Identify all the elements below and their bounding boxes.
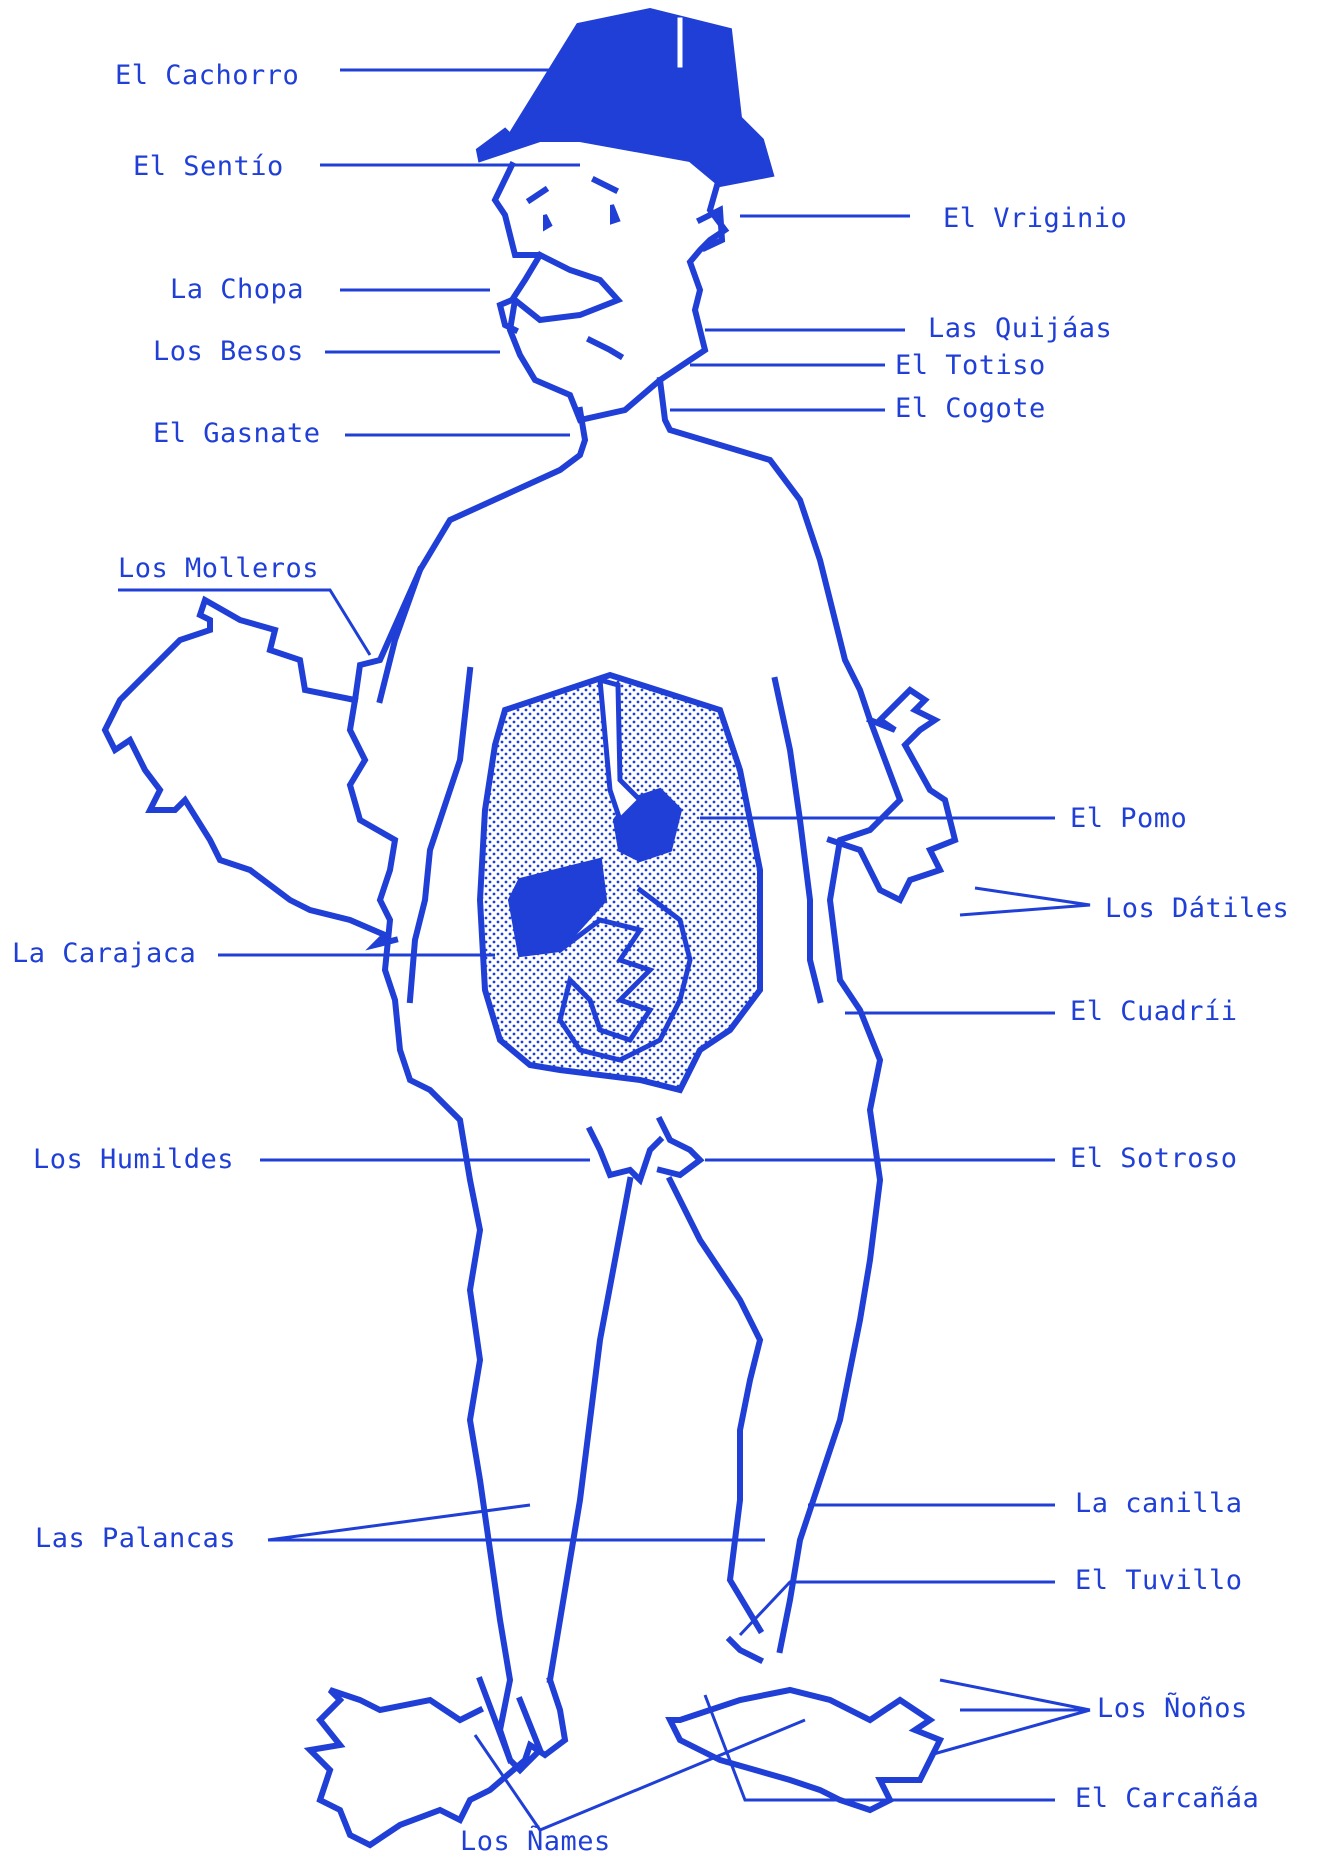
eyes bbox=[545, 205, 618, 228]
label-los-besos: Los Besos bbox=[153, 338, 304, 365]
label-el-carcanaa: El Carcañáa bbox=[1075, 1785, 1259, 1812]
leader-palancas bbox=[268, 1505, 765, 1540]
left-leg-inner bbox=[550, 1180, 630, 1680]
groin-shape bbox=[590, 1120, 700, 1180]
right-leg-inner bbox=[670, 1180, 760, 1630]
label-los-datiles: Los Dátiles bbox=[1105, 895, 1289, 922]
label-el-tuvillo: El Tuvillo bbox=[1075, 1567, 1243, 1594]
label-el-sentio: El Sentío bbox=[133, 153, 284, 180]
label-el-cachorro: El Cachorro bbox=[115, 62, 299, 89]
label-el-gasnate: El Gasnate bbox=[153, 420, 321, 447]
label-la-carajaca: La Carajaca bbox=[12, 940, 196, 967]
label-los-names: Los Ñames bbox=[460, 1828, 611, 1855]
right-hand-outline bbox=[830, 690, 955, 900]
left-hand-outline bbox=[105, 600, 395, 945]
left-arm-inner bbox=[380, 570, 420, 700]
label-el-cogote: El Cogote bbox=[895, 395, 1046, 422]
leader-nonos bbox=[930, 1680, 1090, 1755]
label-el-cuadrii: El Cuadríi bbox=[1070, 998, 1238, 1025]
label-las-quijaas: Las Quijáas bbox=[928, 315, 1112, 342]
label-los-humildes: Los Humildes bbox=[33, 1146, 234, 1173]
left-body-inner bbox=[410, 670, 470, 1000]
label-el-pomo: El Pomo bbox=[1070, 805, 1187, 832]
ankle-mark bbox=[730, 1640, 760, 1660]
ear-outline bbox=[700, 210, 722, 248]
label-los-molleros: Los Molleros bbox=[118, 555, 319, 582]
mouth-line bbox=[590, 340, 620, 356]
eyebrows bbox=[530, 180, 615, 200]
label-el-vriginio: El Vriginio bbox=[943, 205, 1127, 232]
hat-shape bbox=[478, 10, 772, 185]
leader-datiles bbox=[960, 888, 1090, 915]
label-las-palancas: Las Palancas bbox=[35, 1525, 236, 1552]
label-el-totiso: El Totiso bbox=[895, 352, 1046, 379]
left-foot-outline bbox=[310, 1680, 565, 1845]
leader-names bbox=[475, 1720, 805, 1830]
label-la-chopa: La Chopa bbox=[170, 276, 304, 303]
label-el-sotroso: El Sotroso bbox=[1070, 1145, 1238, 1172]
label-los-nonos: Los Ñoños bbox=[1097, 1695, 1248, 1722]
label-la-canilla: La canilla bbox=[1075, 1490, 1243, 1517]
torso-outline bbox=[350, 410, 585, 1770]
right-body-inner bbox=[775, 680, 820, 1000]
